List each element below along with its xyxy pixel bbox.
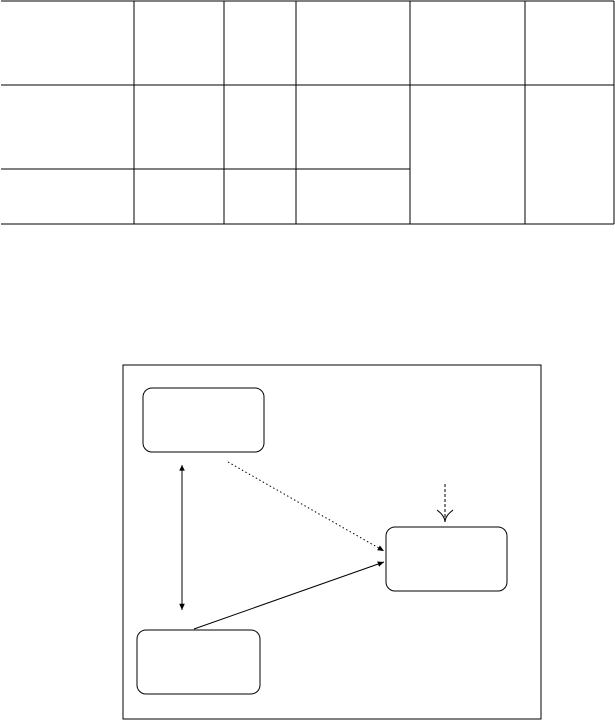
arrowhead-open-icon	[436, 509, 454, 523]
edge-dotted-diagonal	[227, 461, 385, 552]
edge-solid-diagonal	[193, 561, 385, 630]
node-top-left	[142, 387, 265, 453]
flow-diagram	[122, 364, 542, 720]
node-right	[385, 526, 508, 592]
data-table	[1, 0, 615, 225]
node-bottom-left	[136, 629, 261, 695]
diagram-frame	[122, 364, 542, 720]
